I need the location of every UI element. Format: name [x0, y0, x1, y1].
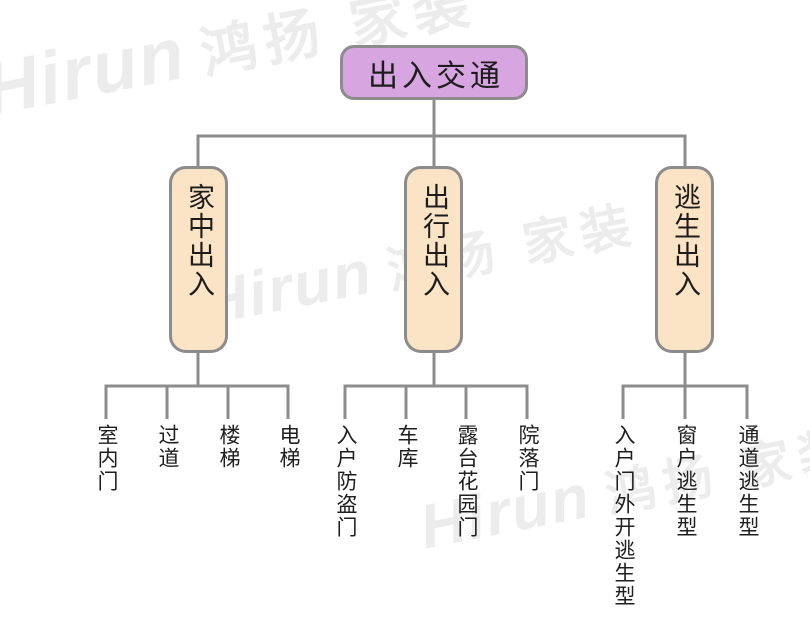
- branch-node-escape-access: 逃生出入: [655, 166, 714, 353]
- leaf-label: 窗户逃生型: [674, 424, 697, 539]
- branch-node-label: 家中出入: [184, 183, 214, 299]
- leaf-label: 露台花园门: [455, 424, 478, 539]
- branch-node-travel-access: 出行出入: [404, 166, 463, 353]
- branch-node-home-access: 家中出入: [169, 166, 228, 353]
- leaf-label: 室内门: [95, 424, 118, 493]
- branch-node-label: 逃生出入: [670, 183, 700, 299]
- root-node: 出入交通: [340, 45, 528, 100]
- leaf-label: 过道: [156, 424, 179, 470]
- branch-node-label: 出行出入: [419, 183, 449, 299]
- leaf-label: 车库: [395, 424, 418, 470]
- leaf-label: 电梯: [277, 424, 300, 470]
- root-node-label: 出入交通: [368, 59, 504, 93]
- leaf-label: 入户门外开逃生型: [612, 424, 635, 608]
- leaf-label: 入户防盗门: [334, 424, 357, 539]
- watermark-logo-text: Hirun: [0, 10, 193, 132]
- watermark-logo-text: Hirun: [414, 461, 597, 563]
- leaf-label: 楼梯: [217, 424, 240, 470]
- leaf-label: 通道逃生型: [736, 424, 759, 539]
- leaf-label: 院落门: [516, 424, 539, 493]
